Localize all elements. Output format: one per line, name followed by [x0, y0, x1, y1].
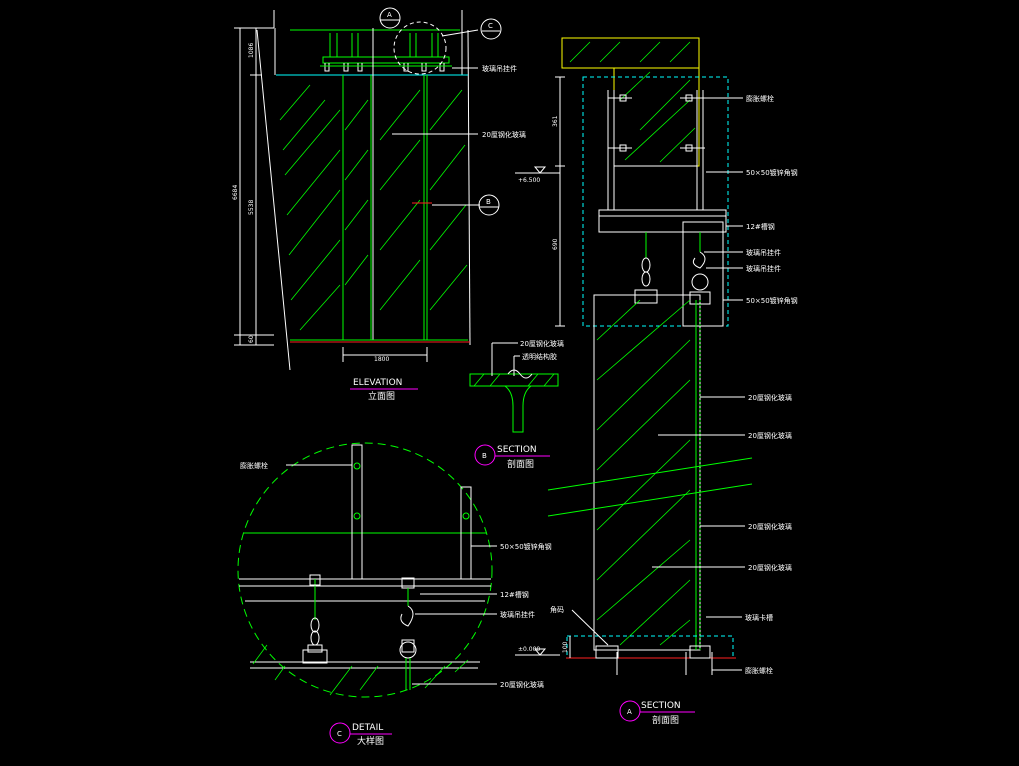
section-b-marker-circle	[474, 444, 496, 466]
section-a-glass-label-4: 20厘钢化玻璃	[748, 563, 792, 572]
detail-channel-label: 12#槽钢	[500, 590, 529, 599]
marker-c-circle	[480, 18, 502, 40]
section-a-hanger-label-2: 玻璃吊挂件	[746, 264, 781, 273]
elevation-glass-hatch	[279, 84, 468, 331]
detail-angle-label: 50×50镀锌角钢	[500, 542, 552, 551]
elevation-glass-label: 20厘钢化玻璃	[482, 130, 526, 139]
marker-c-label: C	[488, 22, 493, 30]
section-a-corner-label: 角码	[550, 605, 564, 614]
svg-text:A: A	[627, 708, 632, 716]
section-a-title-cn: 剖面图	[652, 714, 679, 726]
elevation-hanger-row	[320, 33, 452, 72]
detail-hanger-right	[399, 577, 417, 690]
detail-bolt-label: 膨胀螺栓	[240, 461, 268, 470]
elevation-title-cn: 立面图	[368, 390, 395, 402]
detail-hanger-left	[302, 574, 328, 664]
section-a-angle-label-2: 50×50镀锌角钢	[746, 296, 798, 305]
section-a-channel-label: 12#槽钢	[746, 222, 775, 231]
section-a-bolts	[608, 94, 705, 152]
section-b-title-en: SECTION	[497, 445, 537, 455]
svg-text:5538: 5538	[248, 200, 255, 215]
section-a-hanger-hook	[682, 221, 724, 327]
elevation-width-dim: 1800	[374, 356, 389, 363]
section-a-level-bottom: ±0.000	[518, 646, 540, 653]
section-a-level-top: +6.500	[518, 177, 540, 184]
marker-b-label: B	[486, 198, 491, 206]
elevation-dimensions: 1086 6684 5538 60	[232, 27, 274, 346]
elevation-title-en: ELEVATION	[353, 378, 402, 388]
section-a-hanger-label-1: 玻璃吊挂件	[746, 248, 781, 257]
detail-c-title-en: DETAIL	[352, 723, 383, 733]
detail-angle-steel	[351, 444, 363, 580]
detail-glass-label: 20厘钢化玻璃	[500, 680, 544, 689]
section-a-bolt-bottom-label: 膨胀螺栓	[745, 666, 773, 675]
svg-text:60: 60	[248, 335, 255, 343]
section-b-fin	[504, 385, 532, 433]
section-a-glass-label-1: 20厘钢化玻璃	[748, 393, 792, 402]
detail-c-view: 膨胀螺栓 50×50镀锌角钢 12#槽钢 玻璃吊挂件 20厘钢化玻璃 C DET…	[237, 442, 552, 747]
section-b-title-cn: 剖面图	[507, 458, 534, 470]
detail-hanger-label: 玻璃吊挂件	[500, 610, 535, 619]
svg-text:100: 100	[562, 641, 569, 653]
svg-text:690: 690	[552, 238, 559, 250]
section-a-glass-label-3: 20厘钢化玻璃	[748, 522, 792, 531]
section-a-view: +6.500 ±0.000 361 690 100 膨胀螺栓 50×50镀锌角钢…	[515, 37, 798, 726]
section-a-dashed-frame	[582, 76, 729, 327]
elevation-view: C A	[232, 7, 526, 402]
detail-c-callout-circle	[393, 21, 447, 75]
section-a-title-en: SECTION	[641, 701, 681, 711]
svg-text:B: B	[482, 452, 487, 460]
detail-c-title-cn: 大样图	[357, 735, 384, 747]
svg-text:1086: 1086	[248, 43, 255, 58]
section-b-sealant-label: 透明结构胶	[522, 352, 557, 361]
section-b-glass-label: 20厘钢化玻璃	[520, 339, 564, 348]
section-a-angle-label-1: 50×50镀锌角钢	[746, 168, 798, 177]
section-a-slot-label: 玻璃卡槽	[745, 613, 773, 622]
section-a-marker-circle	[619, 700, 641, 722]
svg-text:6684: 6684	[232, 185, 239, 200]
elevation-right-edge	[467, 29, 471, 346]
marker-a-label: A	[387, 11, 392, 19]
svg-text:C: C	[337, 730, 342, 738]
detail-c-boundary	[237, 442, 493, 698]
svg-text:361: 361	[552, 115, 559, 127]
section-a-hanger-chain	[634, 232, 658, 304]
section-a-glass-fin	[593, 294, 701, 651]
section-a-glass-label-2: 20厘钢化玻璃	[748, 431, 792, 440]
section-a-bolt-label: 膨胀螺栓	[746, 94, 774, 103]
detail-c-marker-circle	[329, 722, 351, 744]
marker-a-circle	[379, 7, 401, 29]
elevation-left-edge	[256, 29, 291, 371]
section-a-channel	[598, 209, 727, 233]
section-b-view: 20厘钢化玻璃 透明结构胶 B SECTION 剖面图	[469, 339, 564, 470]
elevation-hanger-label: 玻璃吊挂件	[482, 64, 517, 73]
marker-b-circle	[478, 194, 500, 216]
